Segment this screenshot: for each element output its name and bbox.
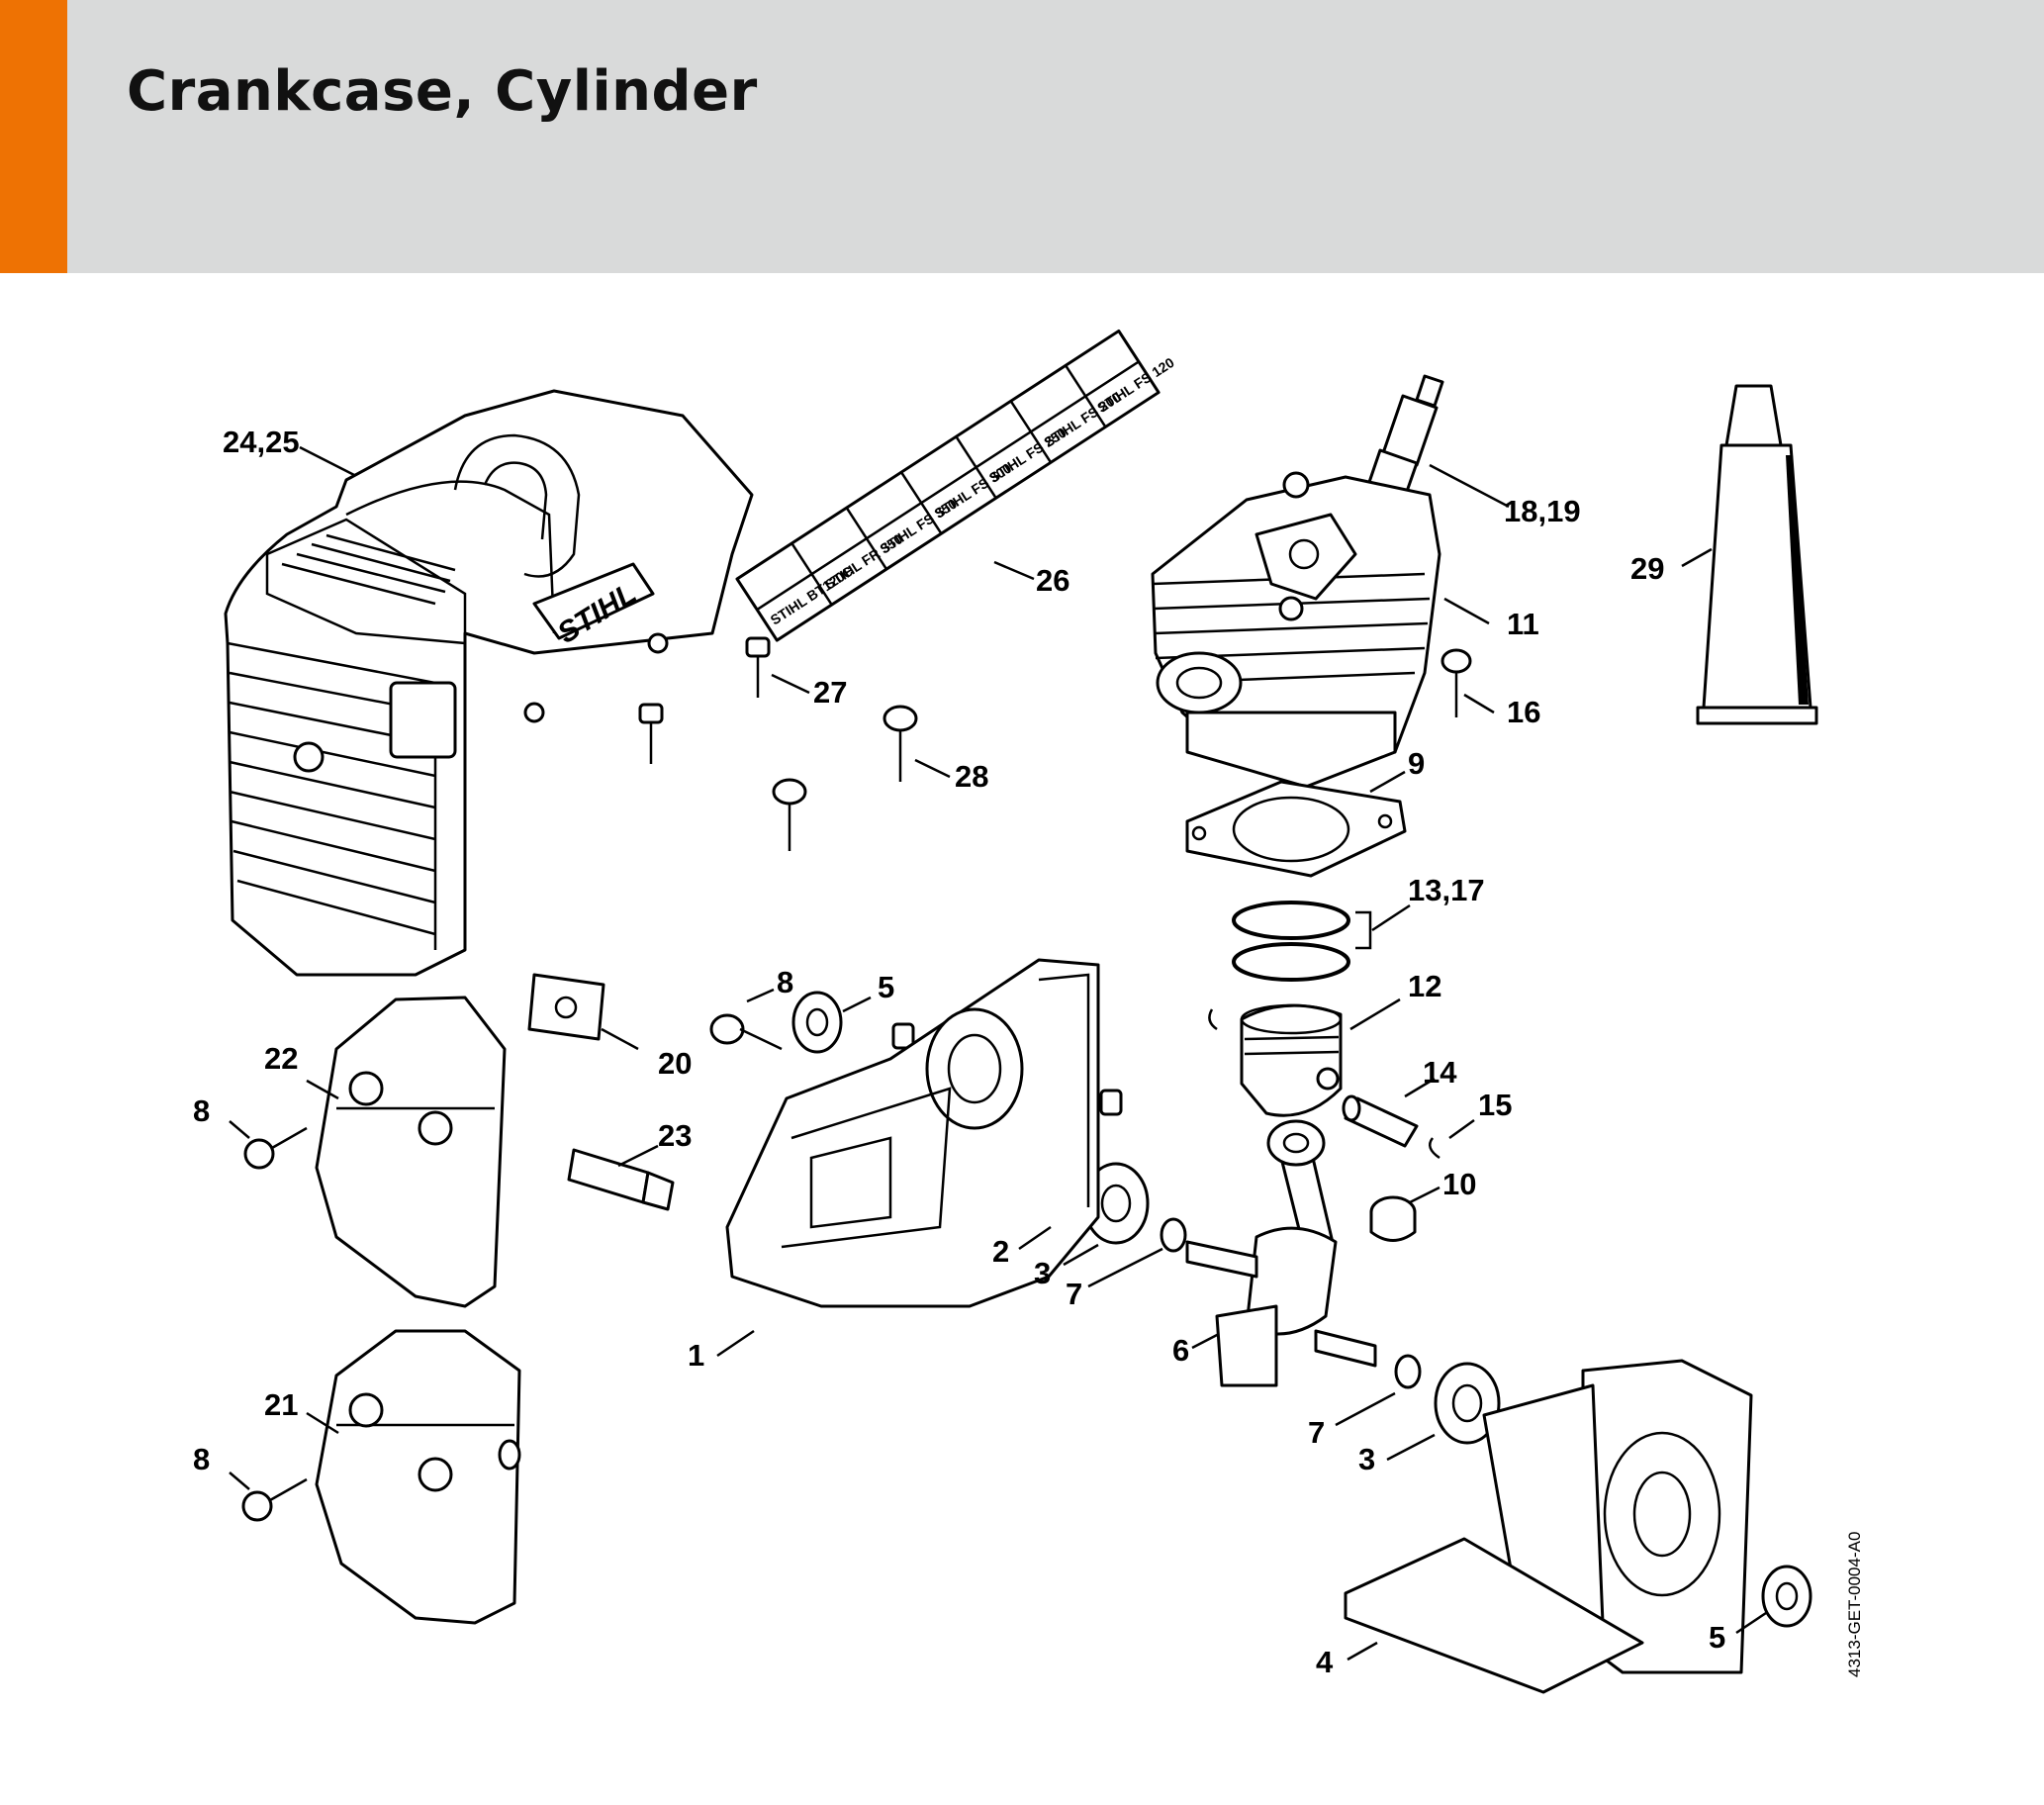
model-decal: STIHL BT120C STIHL FR 350 STIHL FS 350 S…: [735, 329, 1177, 642]
cylinder-gasket: [1185, 780, 1407, 878]
o-ring-left: [1160, 1217, 1187, 1253]
callout-labels: 24,25 18,19 29 26 11 27 16 28 9 13,17 12…: [193, 425, 1725, 1679]
callout-6: 6: [1172, 1333, 1189, 1368]
piston-pin: [1342, 1094, 1419, 1148]
needle-cage: [1369, 1195, 1417, 1242]
drawing-number: 4313-GET-0004-A0: [1845, 1532, 1864, 1677]
oil-seal-left: [791, 991, 843, 1054]
callout-18-19: 18,19: [1504, 494, 1581, 528]
callout-23: 23: [658, 1118, 692, 1153]
callout-8-upper: 8: [193, 1093, 210, 1128]
screw-8-lower: [241, 1477, 308, 1522]
callout-7-right: 7: [1308, 1415, 1325, 1450]
o-ring-right: [1394, 1354, 1422, 1389]
callout-27: 27: [813, 675, 847, 710]
piston-rings: [1232, 901, 1350, 982]
callout-9: 9: [1408, 746, 1425, 781]
callout-8-lower: 8: [193, 1442, 210, 1476]
callout-26: 26: [1036, 563, 1069, 598]
callout-11: 11: [1507, 607, 1539, 641]
screw-16: [1440, 648, 1472, 717]
crankcase-half-left: [725, 958, 1100, 1308]
callout-7-left: 7: [1066, 1277, 1082, 1311]
callout-3-right: 3: [1358, 1442, 1375, 1476]
leader-lines: [229, 445, 1767, 1662]
callout-28: 28: [955, 759, 988, 794]
callout-22: 22: [264, 1041, 298, 1076]
oil-seal-right: [1761, 1565, 1812, 1628]
muffler-22: [315, 996, 507, 1308]
callout-5-top: 5: [878, 970, 894, 1004]
callout-8-top: 8: [777, 965, 793, 999]
bearing-right: [1434, 1362, 1501, 1445]
stud-23: [567, 1148, 675, 1211]
callout-4: 4: [1316, 1645, 1334, 1679]
screws-28: [772, 705, 918, 851]
muffler-21: [315, 1329, 521, 1625]
crankcase-half-right: [1344, 1359, 1753, 1694]
callout-29: 29: [1630, 551, 1664, 586]
callout-15: 15: [1478, 1088, 1512, 1122]
callout-14: 14: [1423, 1055, 1457, 1090]
callout-1: 1: [688, 1338, 704, 1373]
callout-10: 10: [1442, 1167, 1476, 1201]
accent-bar: [0, 0, 67, 273]
cylinder: [1151, 471, 1441, 789]
piston: [1208, 1003, 1343, 1117]
callout-13-17: 13,17: [1408, 873, 1485, 907]
callout-2: 2: [992, 1234, 1009, 1269]
circlip: [1428, 1137, 1440, 1160]
callout-5-right: 5: [1709, 1620, 1725, 1655]
callout-20: 20: [658, 1046, 692, 1081]
callout-24-25: 24,25: [223, 425, 300, 459]
page-title: Crankcase, Cylinder: [127, 59, 758, 124]
crankshaft: [1185, 1119, 1377, 1387]
screws-27: [638, 636, 771, 764]
callout-16: 16: [1507, 695, 1540, 729]
screw-8-top: [709, 1013, 783, 1051]
callout-3-left: 3: [1034, 1256, 1051, 1290]
callout-12: 12: [1408, 969, 1441, 1003]
muffler-gasket: [527, 973, 605, 1041]
grease-tube: [1696, 384, 1818, 725]
callout-21: 21: [264, 1387, 298, 1422]
shroud-drawing: STIHL: [224, 389, 754, 977]
screw-8-upper: [243, 1126, 308, 1170]
header-band: [0, 0, 2044, 273]
